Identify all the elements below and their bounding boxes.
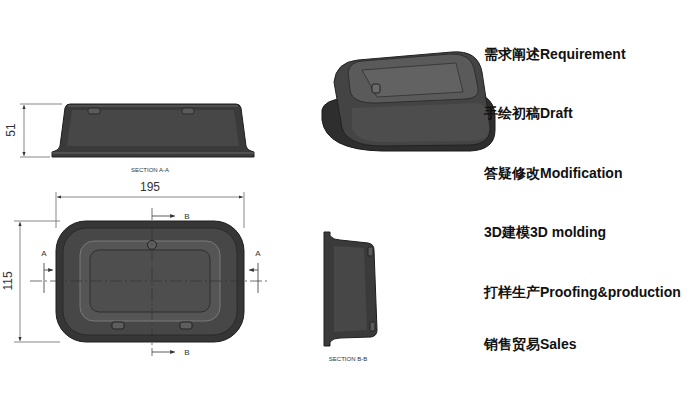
extension-line — [244, 192, 245, 228]
dimension-line — [24, 105, 25, 156]
tray-knob — [112, 322, 124, 329]
tray-knob — [368, 247, 373, 256]
tray-knob — [370, 322, 375, 331]
section-b-b-view — [324, 232, 377, 346]
dimension-value: 195 — [140, 181, 160, 194]
dimension-value: 51 — [5, 123, 18, 136]
process-step: 需求阐述Requirement — [484, 47, 626, 62]
section-marker: A — [255, 250, 260, 259]
extension-line — [14, 342, 60, 343]
dimension-51 — [20, 104, 62, 157]
section-a-a-view — [52, 104, 254, 157]
section-marker-line — [44, 263, 45, 293]
tray-knob — [372, 84, 380, 93]
extension-line — [14, 221, 60, 222]
section-label: SECTION B-B — [329, 356, 367, 363]
dimension-value: 115 — [2, 271, 15, 290]
extension-line — [20, 157, 50, 158]
tray-wall — [63, 228, 237, 335]
tray-top — [348, 54, 478, 103]
section-label: SECTION A-A — [131, 167, 169, 174]
section-marker-arrow — [152, 216, 175, 217]
center-line — [30, 281, 270, 282]
section-marker-arrow — [44, 270, 53, 271]
tray-knob — [180, 322, 192, 329]
dimension-line — [57, 197, 243, 198]
tray-side-highlight — [352, 103, 489, 142]
extension-line — [56, 192, 57, 228]
tray-highlight — [68, 106, 238, 107]
tray-inner-wall — [67, 110, 239, 146]
tray-profile — [324, 232, 377, 346]
section-marker-line — [258, 263, 259, 293]
isometric-view — [322, 52, 495, 151]
extension-line — [20, 104, 62, 105]
section-marker-arrow — [152, 352, 175, 353]
process-step: 3D建模3D molding — [484, 225, 606, 240]
center-lines — [30, 208, 270, 356]
section-markers — [44, 216, 258, 352]
dimension-line — [20, 222, 21, 341]
section-marker-arrow — [249, 270, 258, 271]
tray-inner-wall — [334, 246, 367, 332]
tray-knob — [182, 108, 194, 114]
tray-knob — [88, 108, 100, 114]
process-step: 手绘初稿Draft — [484, 106, 573, 121]
top-view — [56, 221, 244, 342]
process-step: 答疑修改Modification — [484, 166, 622, 181]
tray-recess — [362, 63, 463, 97]
section-marker: B — [184, 213, 189, 222]
flange-line — [52, 153, 254, 154]
section-marker: A — [41, 250, 46, 259]
process-step: 打样生产Proofing&production — [484, 285, 681, 300]
process-step: 销售贸易Sales — [484, 337, 577, 352]
section-marker: B — [184, 349, 189, 358]
tray-flange — [56, 221, 244, 342]
dimension-115 — [14, 221, 60, 342]
tray-profile — [52, 104, 254, 157]
tray-body — [334, 52, 490, 146]
center-line — [152, 208, 153, 356]
